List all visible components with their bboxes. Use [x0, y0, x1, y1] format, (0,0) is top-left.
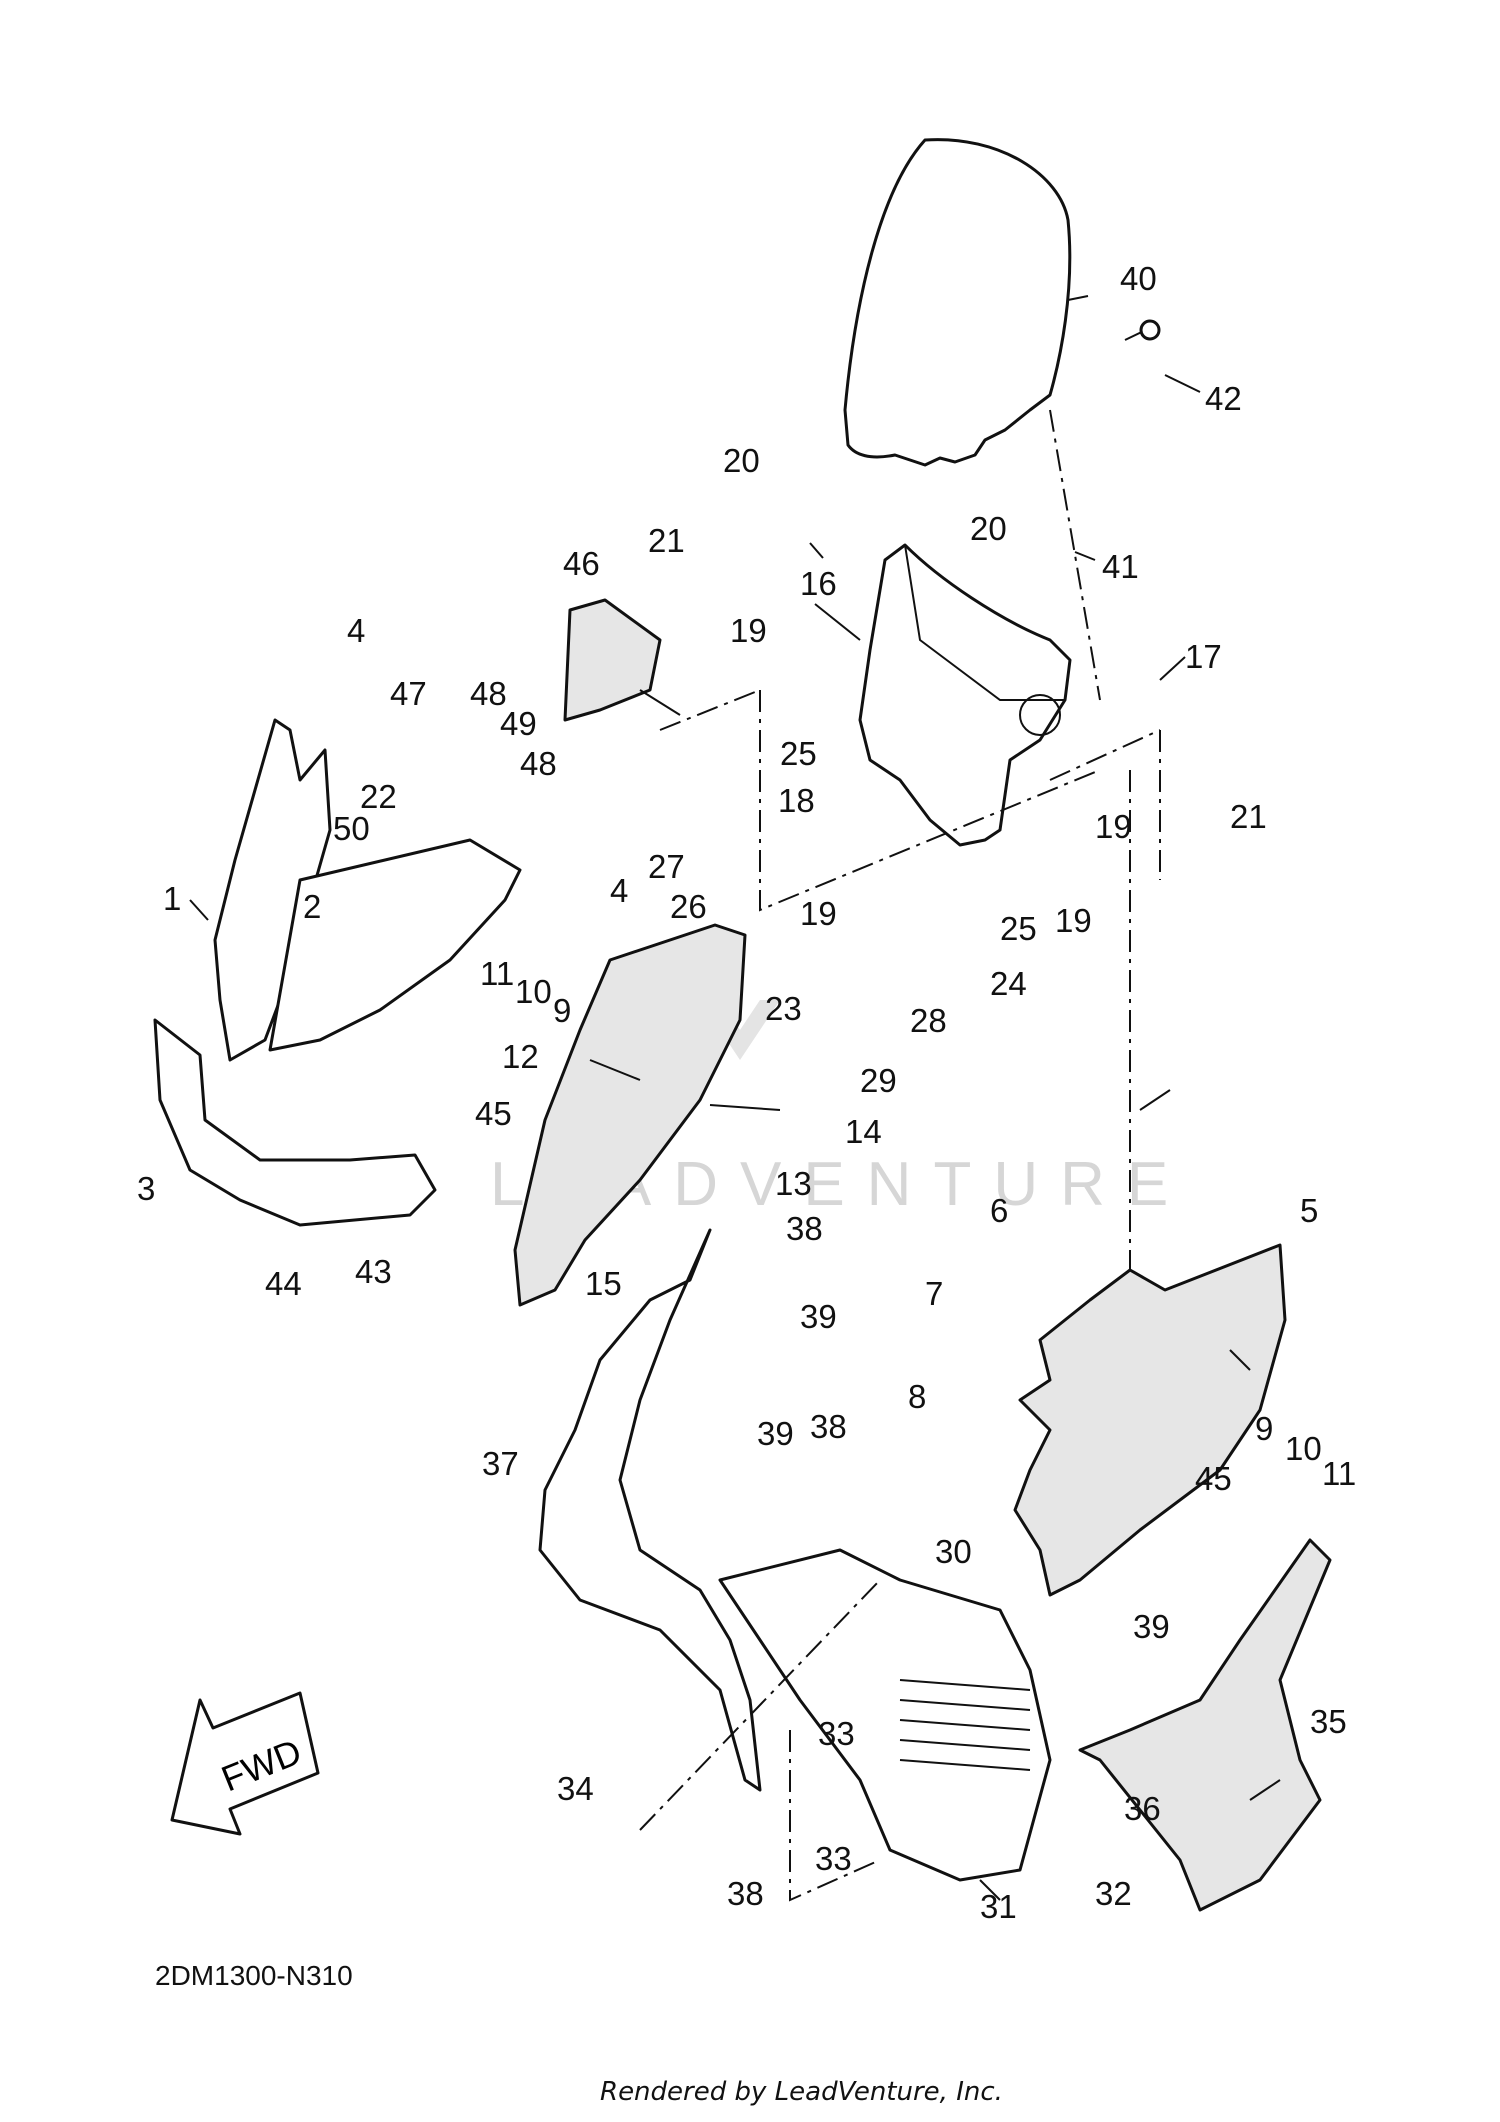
callout-12[interactable]: 12	[502, 1038, 539, 1075]
callout-8[interactable]: 8	[908, 1378, 926, 1415]
part-side-panel-left[interactable]	[513, 923, 747, 1307]
callout-42[interactable]: 42	[1205, 380, 1242, 417]
callout-4[interactable]: 4	[347, 612, 365, 649]
callout-16[interactable]: 16	[800, 565, 837, 602]
callout-20[interactable]: 20	[723, 442, 760, 479]
callout-43[interactable]: 43	[355, 1253, 392, 1290]
callout-50[interactable]: 50	[333, 810, 370, 847]
callout-32[interactable]: 32	[1095, 1875, 1132, 1912]
callout-39[interactable]: 39	[1133, 1608, 1170, 1645]
callout-9[interactable]: 9	[1255, 1410, 1273, 1447]
callout-45[interactable]: 45	[1195, 1460, 1232, 1497]
part-under-cowl[interactable]	[153, 1018, 437, 1227]
callout-37[interactable]: 37	[482, 1445, 519, 1482]
callouts: 40 42 20 20 41 21 16 46 19 17 4 47 48 49…	[137, 260, 1356, 1925]
callout-4[interactable]: 4	[610, 872, 628, 909]
callout-11[interactable]: 11	[1322, 1455, 1356, 1492]
callout-34[interactable]: 34	[557, 1770, 594, 1807]
callout-19[interactable]: 19	[1055, 902, 1092, 939]
callout-19[interactable]: 19	[800, 895, 837, 932]
part-front-cowling[interactable]	[213, 718, 522, 1062]
callout-20[interactable]: 20	[970, 510, 1007, 547]
callout-1[interactable]: 1	[163, 880, 181, 917]
callout-21[interactable]: 21	[1230, 798, 1267, 835]
callout-24[interactable]: 24	[990, 965, 1027, 1002]
callout-40[interactable]: 40	[1120, 260, 1157, 297]
callout-35[interactable]: 35	[1310, 1703, 1347, 1740]
callout-15[interactable]: 15	[585, 1265, 622, 1302]
callout-31[interactable]: 31	[980, 1888, 1017, 1925]
callout-18[interactable]: 18	[778, 782, 815, 819]
callout-17[interactable]: 17	[1185, 638, 1222, 675]
part-side-panel-right[interactable]	[1013, 1243, 1287, 1597]
callout-13[interactable]: 13	[775, 1165, 812, 1202]
part-lower-side-cover[interactable]	[1078, 1538, 1332, 1912]
callout-22[interactable]: 22	[360, 778, 397, 815]
part-cover-46[interactable]	[563, 598, 681, 722]
fwd-arrow: FWD	[170, 1691, 320, 1836]
callout-38[interactable]: 38	[727, 1875, 764, 1912]
rendered-by-credit: Rendered by LeadVenture, Inc.	[600, 2077, 1003, 2107]
callout-19[interactable]: 19	[730, 612, 767, 649]
callout-6[interactable]: 6	[990, 1192, 1008, 1229]
callout-25[interactable]: 25	[780, 735, 817, 772]
callout-38[interactable]: 38	[786, 1210, 823, 1247]
part-inner-panel[interactable]	[538, 1228, 1052, 1882]
callout-23[interactable]: 23	[765, 990, 802, 1027]
callout-14[interactable]: 14	[845, 1113, 882, 1150]
callout-19[interactable]: 19	[1095, 808, 1132, 845]
callout-10[interactable]: 10	[1285, 1430, 1322, 1467]
callout-21[interactable]: 21	[648, 522, 685, 559]
callout-10[interactable]: 10	[515, 973, 552, 1010]
callout-39[interactable]: 39	[800, 1298, 837, 1335]
callout-39[interactable]: 39	[757, 1415, 794, 1452]
callout-48[interactable]: 48	[520, 745, 557, 782]
callout-7[interactable]: 7	[925, 1275, 943, 1312]
callout-27[interactable]: 27	[648, 848, 685, 885]
callout-47[interactable]: 47	[390, 675, 427, 712]
callout-30[interactable]: 30	[935, 1533, 972, 1570]
callout-5[interactable]: 5	[1300, 1192, 1318, 1229]
callout-11[interactable]: 11	[480, 955, 514, 992]
callout-45[interactable]: 45	[475, 1095, 512, 1132]
callout-3[interactable]: 3	[137, 1170, 155, 1207]
callout-46[interactable]: 46	[563, 545, 600, 582]
callout-28[interactable]: 28	[910, 1002, 947, 1039]
callout-41[interactable]: 41	[1102, 548, 1139, 585]
callout-44[interactable]: 44	[265, 1265, 302, 1302]
assembly-lines	[639, 409, 1161, 1902]
part-windscreen[interactable]	[843, 138, 1072, 467]
callout-49[interactable]: 49	[500, 705, 537, 742]
callout-36[interactable]: 36	[1124, 1790, 1161, 1827]
leader-lines	[189, 295, 1281, 1901]
callout-2[interactable]: 2	[303, 888, 321, 925]
callout-38[interactable]: 38	[810, 1408, 847, 1445]
diagram-code: 2DM1300-N310	[155, 1960, 353, 1991]
callout-33[interactable]: 33	[815, 1840, 852, 1877]
part-stay-bracket[interactable]	[858, 543, 1072, 847]
callout-33[interactable]: 33	[818, 1715, 855, 1752]
callout-48[interactable]: 48	[470, 675, 507, 712]
callout-9[interactable]: 9	[553, 992, 571, 1029]
callout-25[interactable]: 25	[1000, 910, 1037, 947]
part-screw-42[interactable]	[1124, 319, 1161, 341]
callout-29[interactable]: 29	[860, 1062, 897, 1099]
callout-26[interactable]: 26	[670, 888, 707, 925]
